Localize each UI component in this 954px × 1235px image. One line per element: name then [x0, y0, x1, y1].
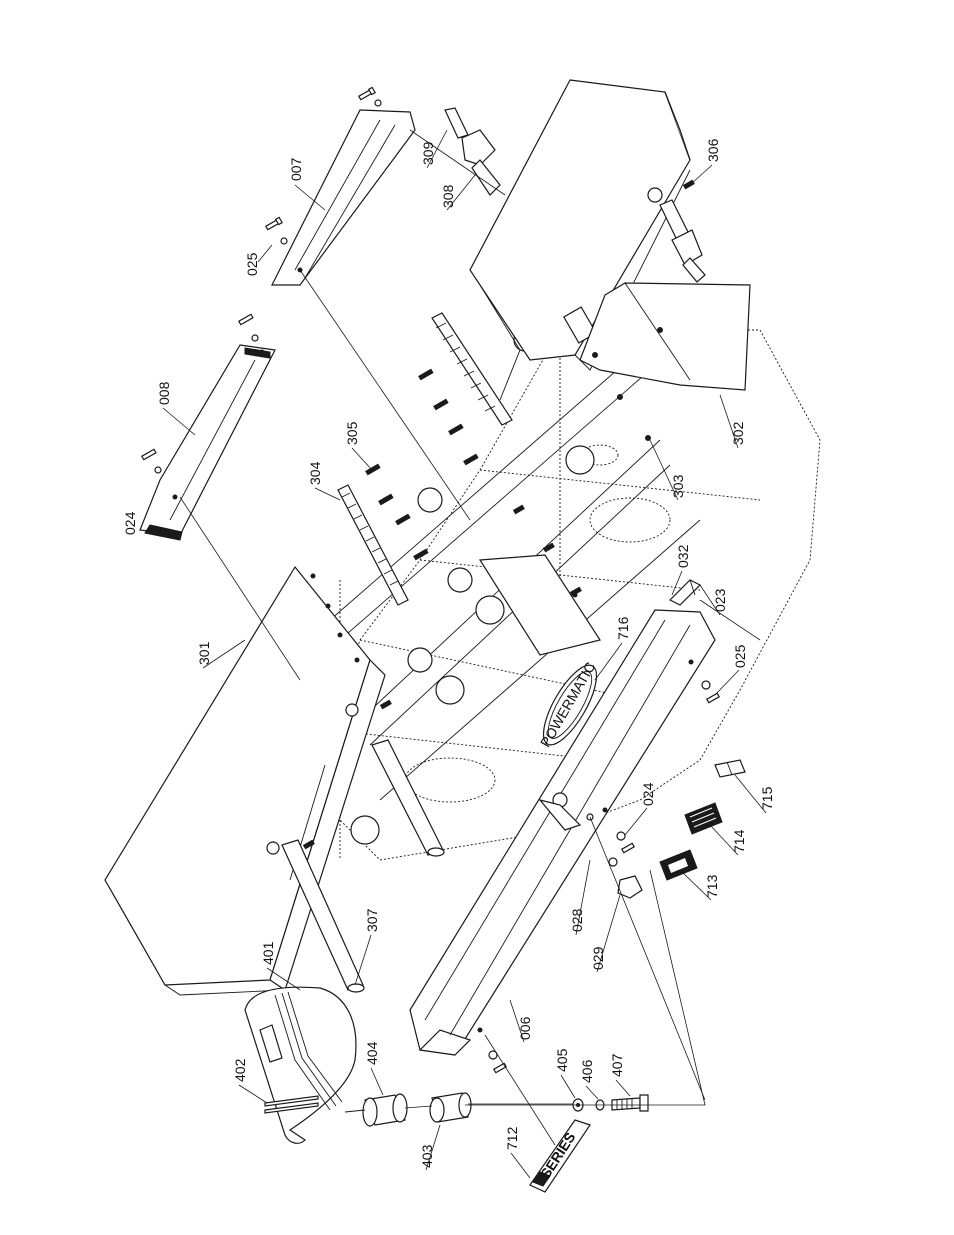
decal-714: [684, 802, 723, 835]
roller-rods: [329, 328, 701, 845]
label-715: 715: [759, 786, 775, 810]
label-401: 401: [260, 941, 276, 965]
bushing-404: [344, 1093, 408, 1127]
assembly-lines: [179, 129, 761, 1146]
rod-307: [281, 739, 445, 993]
label-007: 007: [288, 157, 304, 181]
table-plate-302: [579, 282, 751, 441]
label-029: 029: [590, 946, 606, 970]
fence-hardware: [488, 680, 721, 1074]
bolt-407: [611, 1094, 649, 1112]
label-023: 023: [712, 588, 728, 612]
label-405: 405: [554, 1048, 570, 1072]
label-308: 308: [440, 184, 456, 208]
label-305: 305: [344, 421, 360, 445]
label-024-bottom: 024: [640, 782, 656, 806]
label-307: 307: [364, 908, 380, 932]
label-712: 712: [504, 1126, 520, 1150]
label-402: 402: [232, 1058, 248, 1082]
label-302: 302: [730, 421, 746, 445]
guard-rail-008: [139, 344, 276, 541]
serrated-bar-304: [337, 484, 409, 606]
label-403: 403: [419, 1144, 435, 1168]
guard-rail-007: [271, 109, 416, 286]
serrated-bar-upper: [431, 284, 521, 426]
label-716: 716: [615, 616, 631, 640]
label-304: 304: [307, 461, 323, 485]
label-404: 404: [364, 1041, 380, 1065]
label-713: 713: [704, 874, 720, 898]
label-leaders: [162, 129, 767, 1179]
series-logo-712: SERIES: [529, 1119, 591, 1193]
bushing-403: [429, 1092, 472, 1123]
bolts-402: [264, 1095, 319, 1114]
decal-715: [714, 759, 746, 778]
adjustment-knob-right: [659, 199, 706, 283]
fence-bracket-032: [668, 579, 702, 606]
label-309: 309: [420, 141, 436, 165]
decal-713: [659, 849, 698, 881]
label-025-top: 025: [244, 252, 260, 276]
label-306: 306: [705, 138, 721, 162]
screws: [140, 86, 695, 850]
label-301: 301: [196, 641, 212, 665]
label-406: 406: [579, 1059, 595, 1083]
label-024-top: 024: [122, 511, 138, 535]
adjustment-knob-308: [444, 107, 501, 196]
outfeed-table-301: [104, 565, 386, 996]
label-714: 714: [731, 829, 747, 853]
label-028: 028: [569, 908, 585, 932]
fence-bar-006: [409, 609, 716, 1056]
infeed-table-302: [469, 79, 691, 371]
label-303: 303: [670, 474, 686, 498]
label-407: 407: [609, 1053, 625, 1077]
guard-arm-401: [244, 986, 357, 1144]
label-025-bottom: 025: [732, 644, 748, 668]
label-008: 008: [156, 381, 172, 405]
label-032: 032: [675, 544, 691, 568]
